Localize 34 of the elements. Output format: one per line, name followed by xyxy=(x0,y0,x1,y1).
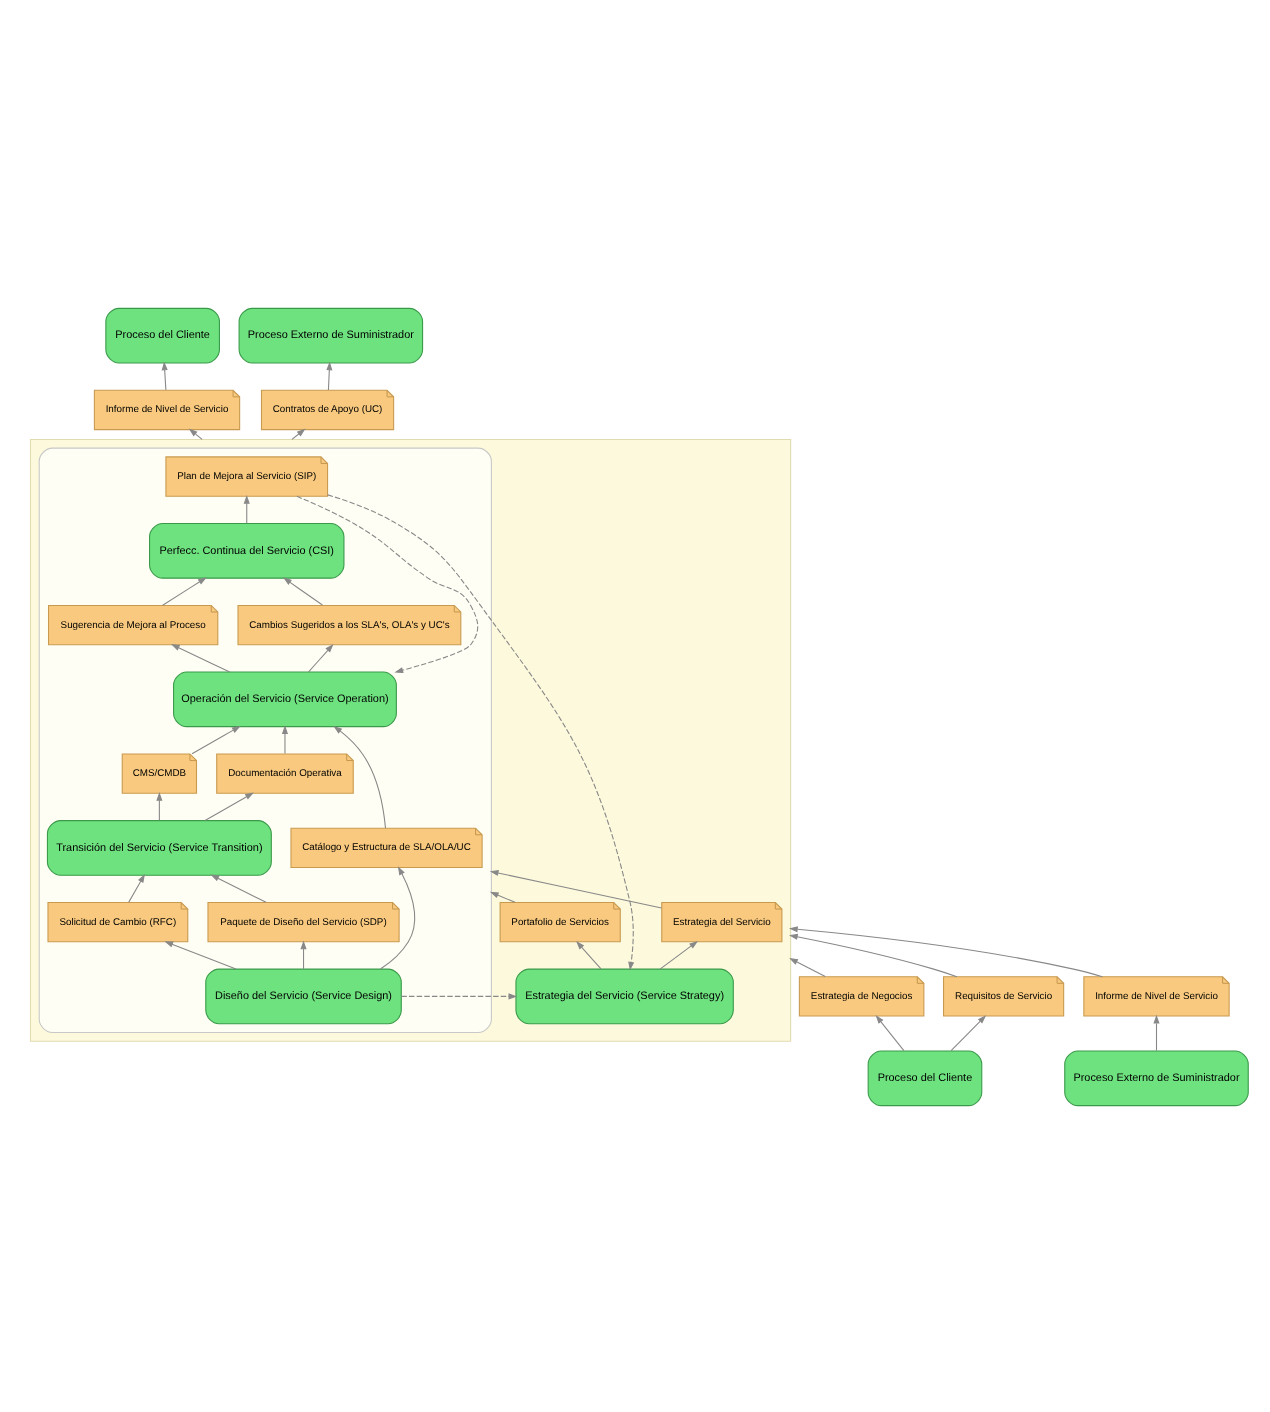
arrow xyxy=(489,869,663,908)
arrow xyxy=(789,925,1103,977)
arrow xyxy=(296,494,479,673)
arrow xyxy=(333,724,387,828)
cluster xyxy=(38,446,492,1032)
arrow xyxy=(950,1014,987,1051)
arrow xyxy=(210,873,267,902)
arrow xyxy=(128,872,145,902)
cluster xyxy=(29,437,792,1041)
arrow xyxy=(204,791,254,821)
arrow xyxy=(300,939,307,969)
arrow xyxy=(789,932,958,977)
arrow xyxy=(162,576,207,605)
arrow xyxy=(327,493,635,970)
arrow xyxy=(283,576,323,605)
arrow xyxy=(308,642,334,672)
arrow xyxy=(1153,1013,1160,1051)
arrow xyxy=(379,865,416,969)
arrow xyxy=(400,992,518,999)
arrow xyxy=(659,939,698,969)
arrow xyxy=(170,643,231,672)
arrow xyxy=(188,427,203,439)
arrow xyxy=(875,1014,905,1051)
arrow xyxy=(789,956,826,977)
arrow xyxy=(161,360,168,390)
arrow xyxy=(164,940,237,969)
arrow xyxy=(191,724,241,754)
arrow xyxy=(281,724,289,754)
arrow xyxy=(291,427,306,439)
arrow xyxy=(156,791,163,820)
arrow xyxy=(243,494,250,523)
arrow xyxy=(326,360,333,390)
arrow xyxy=(489,890,516,902)
arrow xyxy=(576,940,602,969)
